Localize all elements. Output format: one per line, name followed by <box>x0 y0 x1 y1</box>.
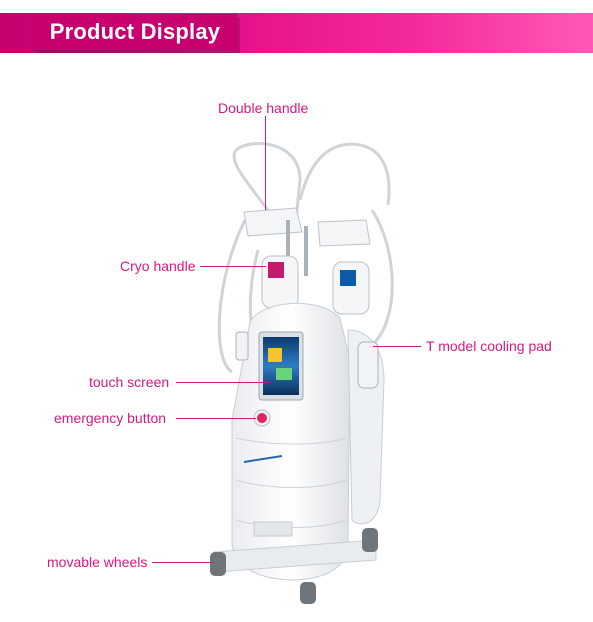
emergency-button <box>257 413 267 423</box>
emergency-button-leader <box>176 418 256 419</box>
cryo-handle-leader <box>200 266 266 267</box>
touch-screen-label: touch screen <box>89 374 170 390</box>
movable-wheels <box>210 528 378 604</box>
touch-screen <box>263 337 299 395</box>
t-model-cooling-pad-label: T model cooling pad <box>426 338 552 354</box>
emergency-button-label: emergency button <box>54 410 167 426</box>
movable-wheels-leader <box>152 562 214 563</box>
movable-wheels-label: movable wheels <box>47 554 148 570</box>
touch-screen-leader <box>176 382 268 383</box>
t-model-cooling-pad <box>357 341 379 389</box>
double-handle <box>243 207 371 276</box>
section-title: Product Display <box>33 14 237 50</box>
double-handle-label: Double handle <box>218 100 309 116</box>
t-model-cooling-pad-leader <box>373 346 421 347</box>
double-handle-leader <box>265 116 266 210</box>
cryo-handle-label: Cryo handle <box>120 258 196 274</box>
